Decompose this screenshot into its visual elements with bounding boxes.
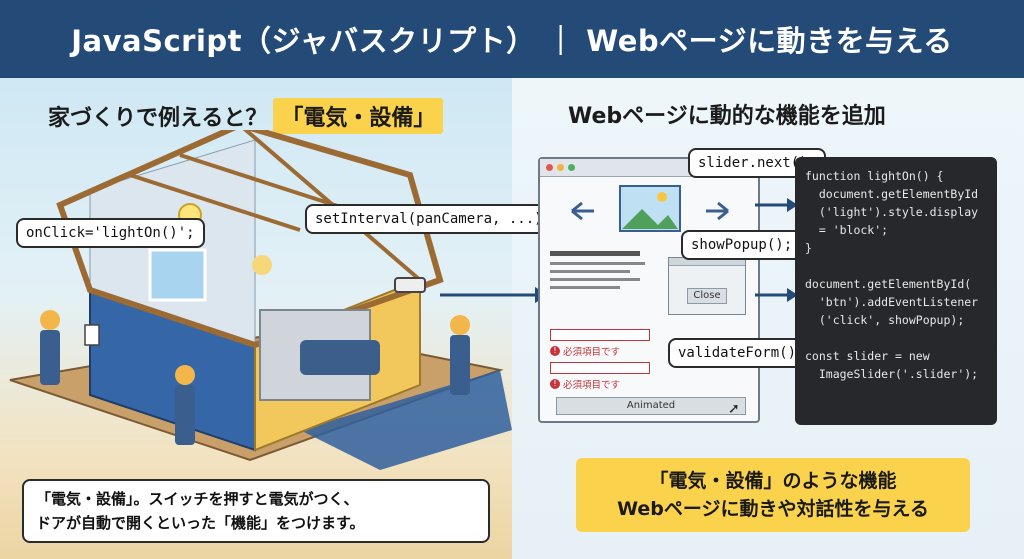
code-line: = 'block'; [805,223,889,237]
summary-line-1: 「電気・設備」のような機能 [649,470,897,492]
summary-box: 「電気・設備」のような機能 Webページに動きや対話性を与える [576,458,970,532]
validate-form-code: validateForm(); [678,345,805,361]
house-illustration [9,130,512,470]
window-dot-green [568,164,575,171]
code-line: function lightOn() { [805,169,944,183]
popup-dialog: Close [668,257,746,315]
sofa [300,340,380,375]
code-line: document.getElementById( [805,277,972,291]
code-line: document.getElementById [805,187,979,201]
close-button[interactable]: Close [687,288,727,304]
show-popup-code: showPopup(); [691,237,793,253]
summary-line-2: Webページに動きや対話性を与える [617,498,929,520]
error-message-2: ! 必須項目です [550,377,620,391]
slider-next-arrow-icon [706,201,729,221]
code-line: 'btn').addEventListener [805,295,979,309]
cursor-icon: ➚ [728,401,740,417]
onclick-code: onClick='lightOn()'; [26,225,195,241]
worker-center [175,365,195,445]
animated-button[interactable]: Animated [556,397,746,415]
show-popup-callout: showPopup(); [681,230,803,260]
window-dot-red [546,164,553,171]
error-text-1: 必須項目です [563,347,621,358]
browser-mockup: Close ! 必須項目です ! 必須項目です Animated ➚ [538,157,760,423]
error-message-1: ! 必須項目です [550,344,620,358]
form-field-1[interactable] [550,329,650,341]
left-title: 家づくりで例えると？ 「電気・設備」 [48,98,444,134]
form-field-2[interactable] [550,362,650,374]
header-banner: JavaScript（ジャバスクリプト） ｜ Webページに動きを与える [0,0,1024,78]
flow-arrow [440,287,548,303]
lamp-icon [252,255,272,275]
page-title: JavaScript（ジャバスクリプト） ｜ Webページに動きを与える [71,24,953,58]
code-line [805,257,987,275]
code-line: ('light').style.display [805,205,979,219]
code-line: ImageSlider('.slider'); [805,367,979,381]
code-line [805,329,987,347]
code-line: const slider = new [805,349,930,363]
worker-right [450,315,470,395]
left-caption: 「電気・設備」。スイッチを押すと電気がつく、 ドアが自動で開くといった「機能」を… [22,479,490,543]
slider-prev-arrow-icon [571,201,594,221]
setinterval-code: setInterval(panCamera, ...); [315,211,552,227]
left-title-prefix: 家づくりで例えると？ [48,106,268,131]
window-dot-yellow [557,164,564,171]
left-title-highlight: 「電気・設備」 [273,98,444,134]
left-panel [0,78,512,559]
error-text-2: 必須項目です [563,380,621,391]
slider-next-code: slider.next(); [698,155,817,171]
code-line: ('click', showPopup); [805,313,965,327]
code-panel: function lightOn() { document.getElement… [795,157,997,425]
content-lines [550,251,645,289]
image-slider [571,185,729,232]
setinterval-callout: setInterval(panCamera, ...); [305,204,562,234]
light-switch-icon [84,324,100,346]
error-icon: ! [550,346,560,356]
window [148,248,207,302]
onclick-callout: onClick='lightOn()'; [16,218,205,248]
caption-line-1: 「電気・設備」。スイッチを押すと電気がつく、 [36,490,359,508]
code-line: } [805,241,812,255]
right-title: Webページに動的な機能を追加 [568,104,886,129]
worker-left [40,310,60,385]
validate-form-callout: validateForm(); [668,338,815,368]
caption-line-2: ドアが自動で開くといった「機能」をつけます。 [36,514,365,532]
roof-frame [56,130,444,349]
error-icon: ! [550,379,560,389]
camera-icon [394,277,426,293]
code-arrows [755,198,798,302]
